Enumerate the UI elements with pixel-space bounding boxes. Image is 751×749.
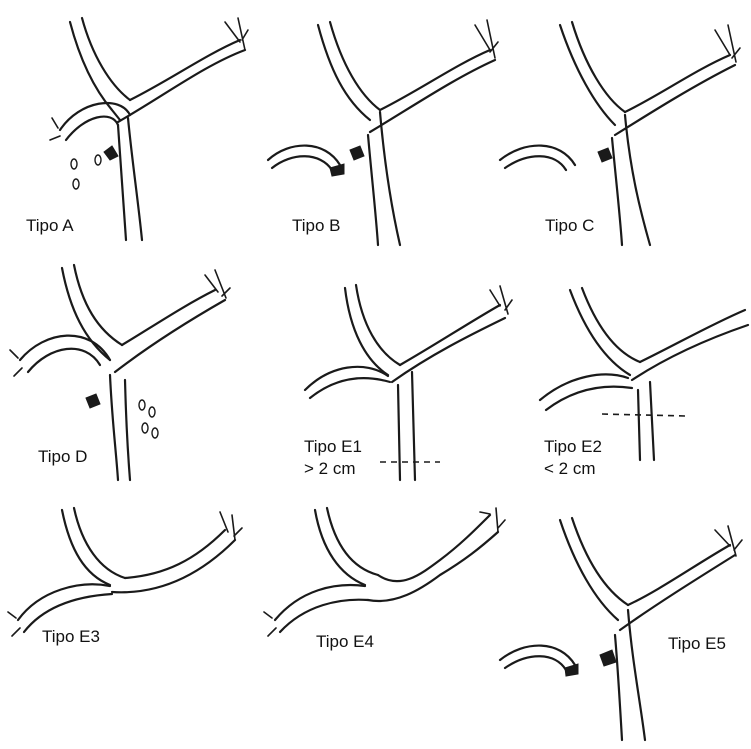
- label-tipo-a: Tipo A: [26, 216, 74, 236]
- label-tipo-e2: Tipo E2: [544, 437, 602, 457]
- panel-tipo-c: [500, 22, 740, 245]
- label-tipo-e5: Tipo E5: [668, 634, 726, 654]
- label-tipo-e4: Tipo E4: [316, 632, 374, 652]
- panel-tipo-a: [50, 18, 248, 240]
- label-tipo-d: Tipo D: [38, 447, 87, 467]
- panel-tipo-e5: [500, 518, 742, 740]
- panel-tipo-e2: [540, 288, 748, 460]
- label-tipo-e1-note: > 2 cm: [304, 459, 356, 479]
- label-tipo-c: Tipo C: [545, 216, 594, 236]
- panel-tipo-e3: [8, 508, 242, 636]
- label-tipo-e2-note: < 2 cm: [544, 459, 596, 479]
- label-tipo-b: Tipo B: [292, 216, 341, 236]
- panel-tipo-e4: [264, 508, 505, 636]
- label-tipo-e1: Tipo E1: [304, 437, 362, 457]
- label-tipo-e3: Tipo E3: [42, 627, 100, 647]
- panel-tipo-b: [268, 20, 498, 245]
